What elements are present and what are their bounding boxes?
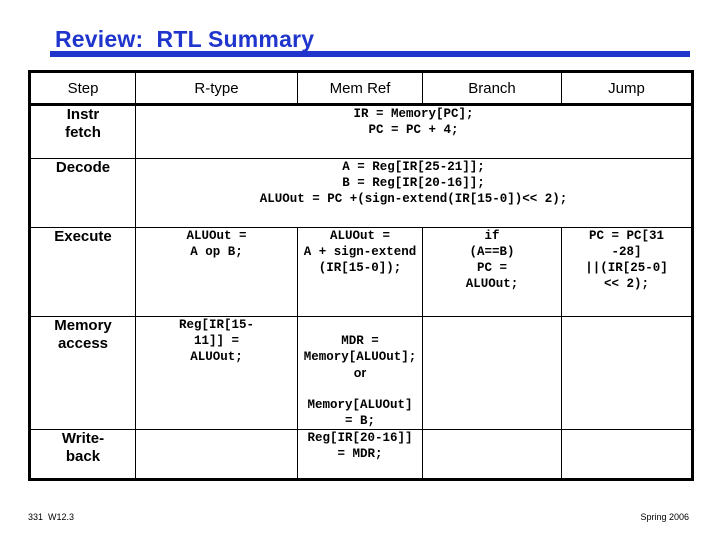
cell-memory-memref-load: MDR = Memory[ALUOut]; bbox=[303, 334, 417, 364]
column-header-rtype: R-type bbox=[135, 71, 298, 106]
cell-execute-branch: if (A==B) PC = ALUOut; bbox=[422, 227, 562, 317]
table-row: Execute ALUOut = A op B; ALUOut = A + si… bbox=[29, 227, 693, 317]
cell-writeback-memref: Reg[IR[20-16]] = MDR; bbox=[297, 429, 423, 480]
cell-memory-memref: MDR = Memory[ALUOut]; or Memory[ALUOut] … bbox=[297, 316, 423, 430]
column-header-memref: Mem Ref bbox=[297, 71, 423, 106]
title-underline-rule bbox=[50, 51, 690, 57]
table-row: Instr fetch IR = Memory[PC]; PC = PC + 4… bbox=[29, 104, 693, 159]
step-label-memory-access: Memory access bbox=[29, 316, 136, 430]
footer-term: Spring 2006 bbox=[640, 512, 689, 522]
footer-course-code: 331 W12.3 bbox=[28, 512, 75, 522]
column-header-step: Step bbox=[29, 71, 136, 106]
cell-writeback-branch bbox=[422, 429, 562, 480]
cell-instr-fetch-all: IR = Memory[PC]; PC = PC + 4; bbox=[135, 104, 693, 159]
page-title: Review: RTL Summary bbox=[55, 26, 315, 52]
cell-execute-memref: ALUOut = A + sign-extend (IR[15-0]); bbox=[297, 227, 423, 317]
column-header-jump: Jump bbox=[561, 71, 693, 106]
table-row: Decode A = Reg[IR[25-21]]; B = Reg[IR[20… bbox=[29, 158, 693, 228]
cell-memory-rtype: Reg[IR[15- 11]] = ALUOut; bbox=[135, 316, 298, 430]
cell-memory-memref-or-word: or bbox=[353, 366, 367, 380]
cell-execute-rtype: ALUOut = A op B; bbox=[135, 227, 298, 317]
cell-execute-jump: PC = PC[31 -28] ||(IR[25-0] << 2); bbox=[561, 227, 693, 317]
table-row: Write- back Reg[IR[20-16]] = MDR; bbox=[29, 429, 693, 480]
table-row: Memory access Reg[IR[15- 11]] = ALUOut; … bbox=[29, 316, 693, 430]
cell-memory-memref-store: Memory[ALUOut] = B; bbox=[307, 398, 413, 428]
step-label-execute: Execute bbox=[29, 227, 136, 317]
column-header-branch: Branch bbox=[422, 71, 562, 106]
rtl-summary-table: Step R-type Mem Ref Branch Jump Instr fe… bbox=[28, 70, 694, 481]
rtl-summary-table-container: Step R-type Mem Ref Branch Jump Instr fe… bbox=[28, 70, 694, 481]
step-label-instr-fetch: Instr fetch bbox=[29, 104, 136, 159]
cell-memory-jump bbox=[561, 316, 693, 430]
cell-writeback-jump bbox=[561, 429, 693, 480]
cell-writeback-rtype bbox=[135, 429, 298, 480]
step-label-write-back: Write- back bbox=[29, 429, 136, 480]
table-header-row: Step R-type Mem Ref Branch Jump bbox=[29, 71, 693, 106]
cell-decode-all: A = Reg[IR[25-21]]; B = Reg[IR[20-16]]; … bbox=[135, 158, 693, 228]
step-label-decode: Decode bbox=[29, 158, 136, 228]
cell-memory-branch bbox=[422, 316, 562, 430]
